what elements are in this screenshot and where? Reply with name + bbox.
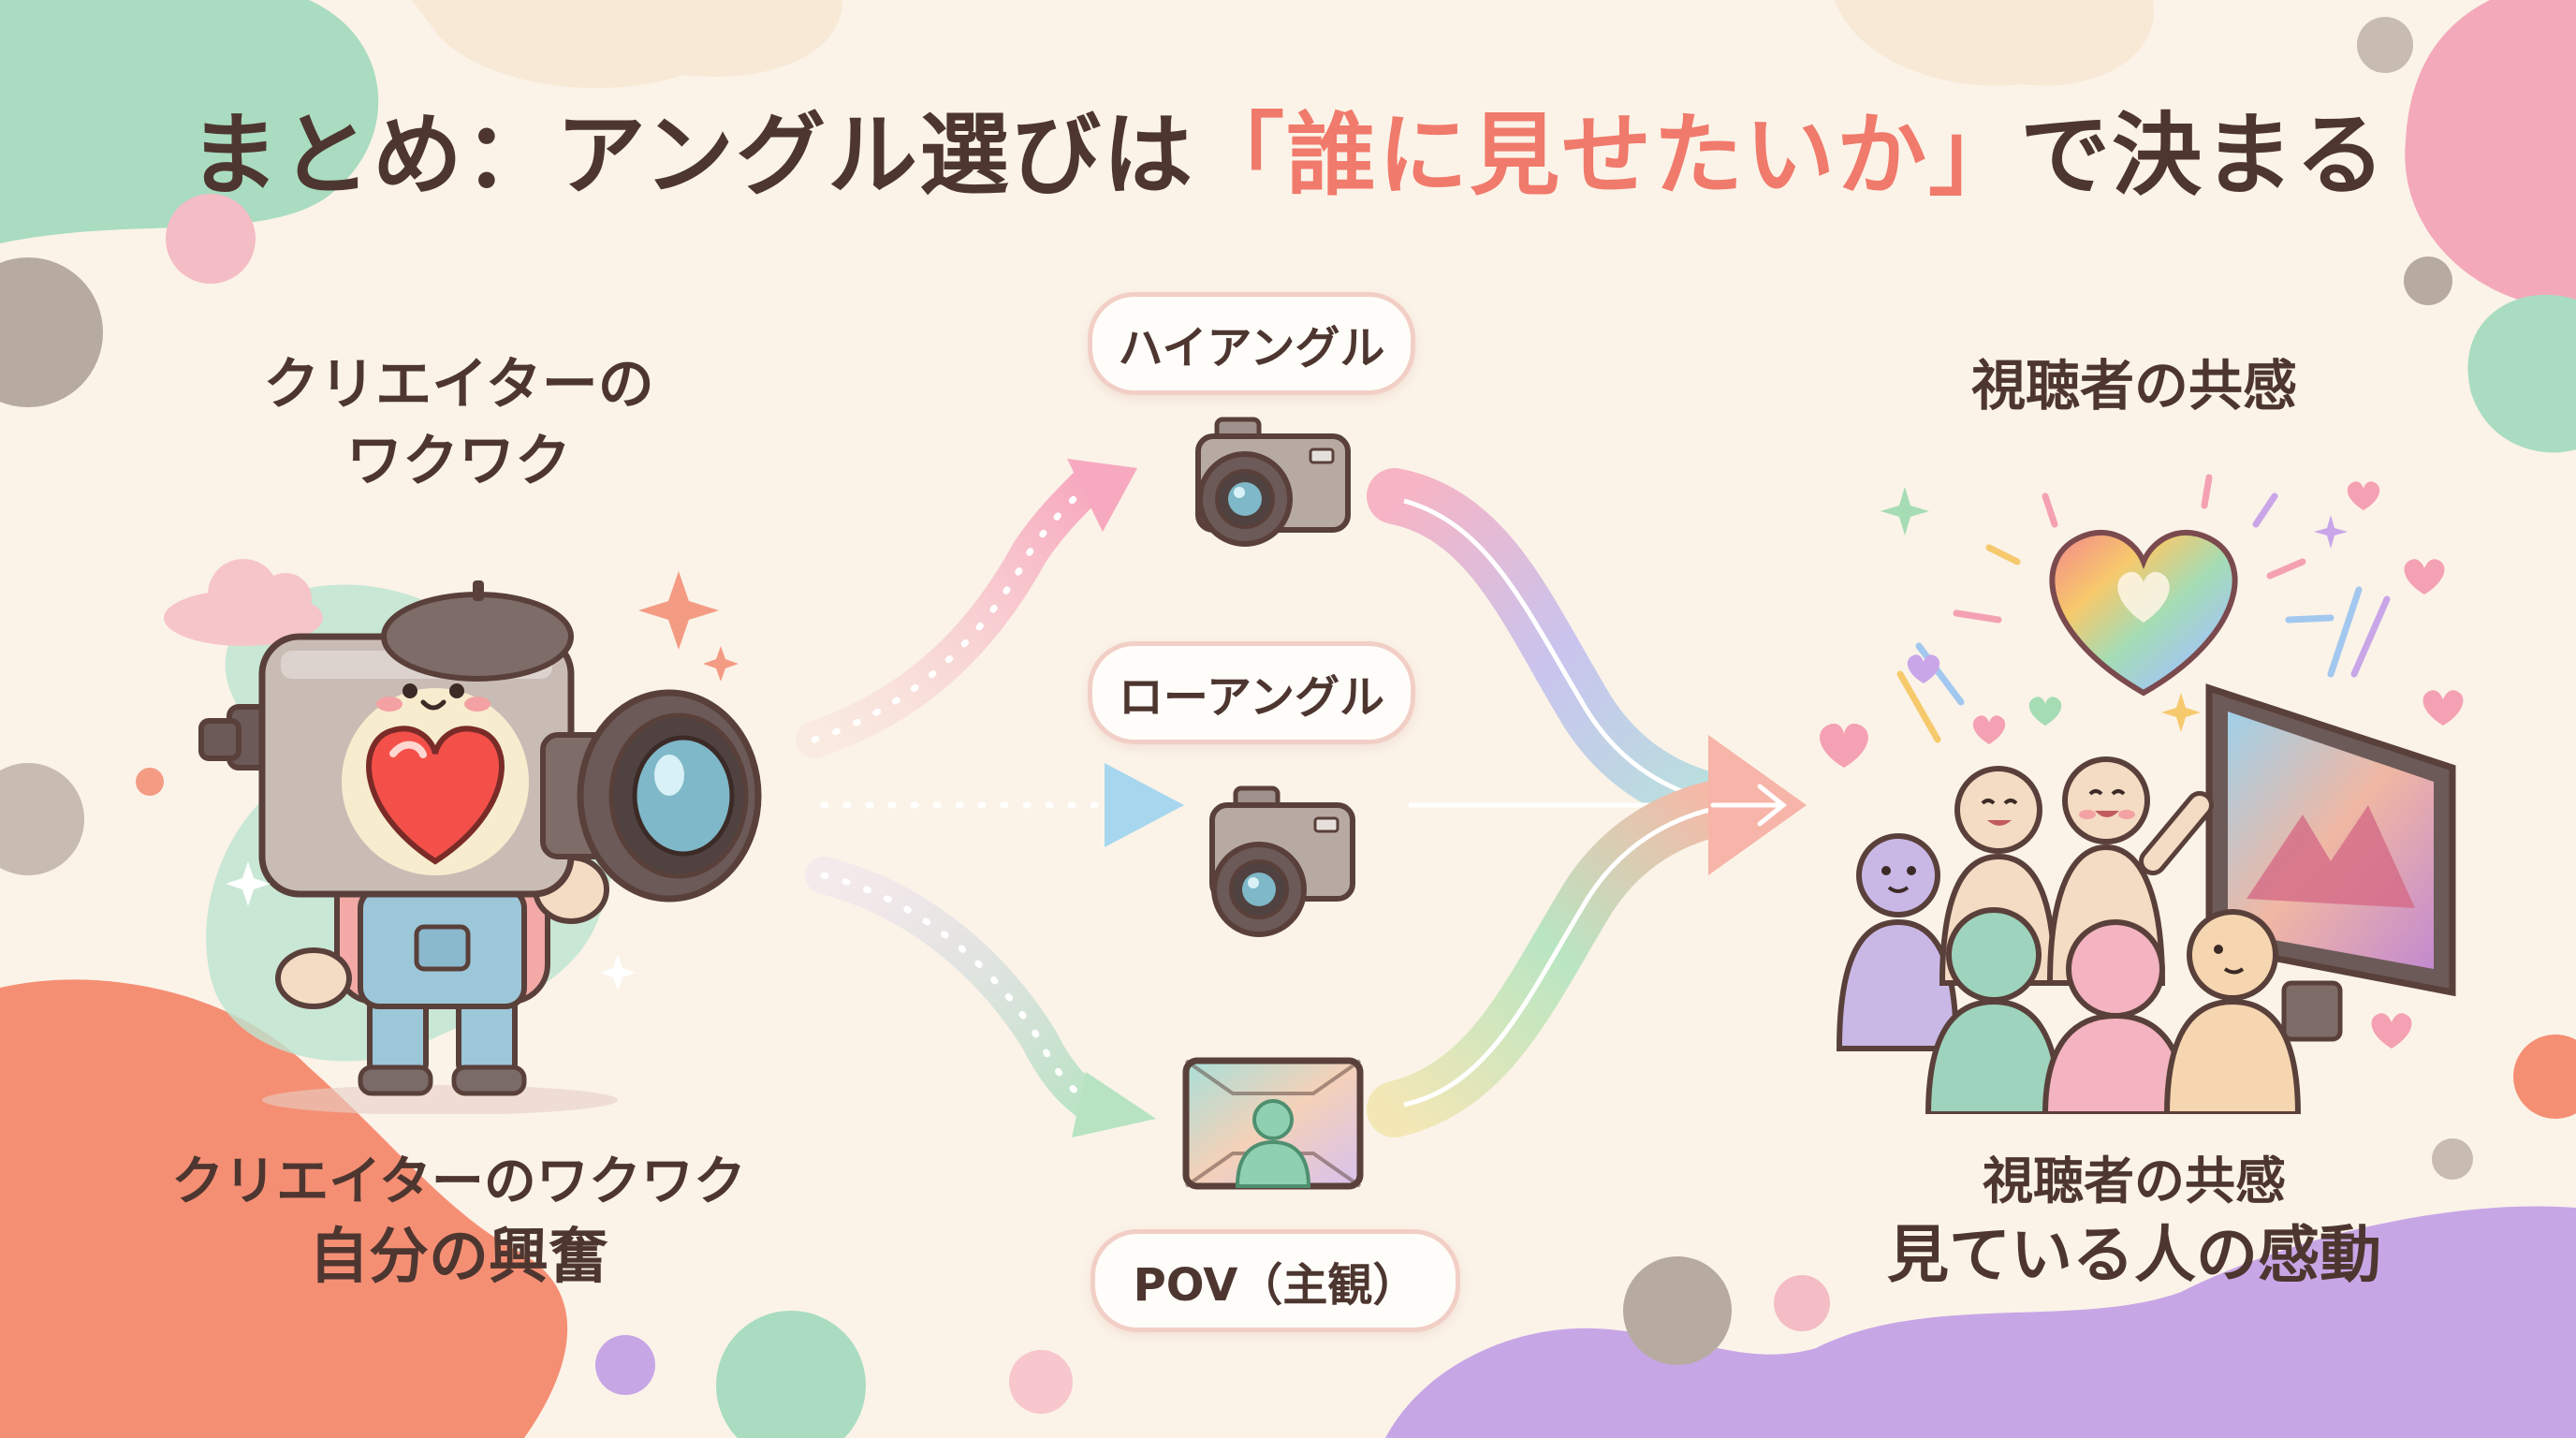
converge-arrow-top — [1367, 468, 1760, 833]
viewers-group — [1820, 474, 2464, 1114]
cream-cloud-blob — [412, 0, 842, 89]
creator-top-line2: ワクワク — [346, 429, 571, 494]
angle-pill-pov: POV（主観） — [1090, 1229, 1460, 1332]
dot — [2404, 257, 2452, 305]
cream-cloud-top-right — [1835, 0, 2154, 86]
heart-icon — [1820, 723, 1868, 768]
coral-blob — [0, 979, 568, 1438]
viewer-person — [1836, 833, 1960, 1051]
angle-pill-high: ハイアングル — [1088, 292, 1415, 395]
creator-mascot — [164, 559, 762, 1114]
heart-icon — [2028, 697, 2062, 726]
heart-icon — [1907, 654, 1940, 683]
dot — [0, 257, 103, 407]
sparkle-icon — [1881, 487, 1929, 536]
viewer-person — [2163, 909, 2302, 1114]
converge-arrow-bot — [1367, 777, 1760, 1137]
dot — [136, 768, 164, 796]
angle-label-low: ローアングル — [1118, 671, 1385, 724]
heart-icon — [2371, 1013, 2412, 1049]
camera-icon — [1209, 785, 1355, 937]
viewer-bottom-line1: 視聴者の共感 — [1983, 1152, 2286, 1211]
heart-icon — [1972, 715, 2006, 744]
angle-pill-low: ローアングル — [1088, 641, 1415, 744]
heart-icon — [2422, 690, 2464, 726]
viewer-bottom-line2: 見ている人の感動 — [1887, 1219, 2381, 1291]
sparkle-icon — [226, 861, 271, 906]
angle-label-high: ハイアングル — [1118, 322, 1385, 374]
dot — [166, 194, 256, 284]
dot — [2513, 1034, 2576, 1119]
viewer-person — [1925, 907, 2063, 1114]
tv-icon — [2205, 683, 2456, 1042]
creator-top-label: クリエイターの ワクワク — [197, 346, 721, 500]
title-prefix: まとめ：アングル選びは — [188, 103, 1195, 208]
camera-icon — [1195, 417, 1351, 547]
dot — [2432, 1138, 2473, 1180]
viewer-bottom-label: 視聴者の共感 見ている人の感動 — [1835, 1147, 2434, 1295]
creator-bottom-line2: 自分の興奮 — [309, 1223, 608, 1292]
angle-label-pov: POV（主観） — [1133, 1259, 1418, 1312]
dot — [595, 1335, 655, 1395]
dot — [2357, 17, 2413, 73]
dot — [1009, 1350, 1073, 1414]
title-suffix: で決まる — [2020, 103, 2388, 208]
dot — [716, 1311, 866, 1438]
creator-bottom-label: クリエイターのワクワク 自分の興奮 — [140, 1147, 777, 1297]
heart-icon — [2347, 481, 2380, 510]
arrowhead-icon — [1105, 763, 1184, 847]
creator-top-line1: クリエイターの — [263, 352, 654, 418]
sparkle-icon — [600, 955, 636, 990]
dotted-arrow-high — [796, 468, 1105, 758]
cloud-icon — [164, 559, 323, 646]
viewer-person — [2042, 919, 2189, 1114]
mint-blob-right — [2467, 294, 2576, 453]
arrowhead-icon — [1067, 459, 1137, 532]
viewer-top-label: 視聴者の共感 — [1970, 354, 2297, 418]
sparkle-icon — [2314, 515, 2348, 549]
dot — [1774, 1275, 1830, 1331]
dot — [1623, 1256, 1732, 1365]
lavender-blob — [1385, 1206, 2576, 1438]
sparkle-icon — [638, 571, 719, 650]
sparkle-icon — [2161, 693, 2201, 732]
arrowhead-icon — [1072, 1072, 1156, 1137]
mint-blob — [0, 0, 379, 243]
heart-icon — [2404, 559, 2445, 594]
title-highlight: 「誰に見せたいか」 — [1194, 103, 2021, 208]
pink-blob-top-right — [2405, 0, 2576, 309]
page-title: まとめ：アングル選びは「誰に見せたいか」で決まる — [0, 82, 2576, 213]
sparkle-icon — [703, 646, 739, 682]
dot — [0, 763, 84, 875]
pov-screen-icon — [1182, 1057, 1364, 1190]
creator-bottom-line1: クリエイターのワクワク — [171, 1152, 746, 1212]
